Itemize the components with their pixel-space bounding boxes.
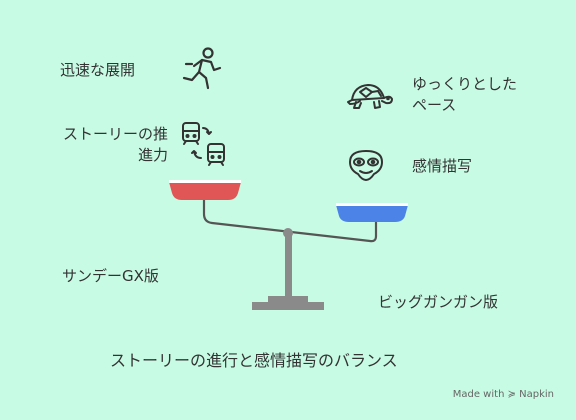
slow-pace-line2: ペース [412,96,457,114]
right-item-slow-pace-label: ゆっくりとした ペース [412,74,517,116]
scale-pole [285,234,292,298]
trains-icon [180,120,230,174]
right-item-emotion-label: 感情描写 [412,157,473,175]
scale-base-top [268,296,308,302]
left-version-label: サンデーGX版 [62,267,159,285]
left-item-rapid-label: 迅速な展開 [60,61,136,79]
scale-pivot [283,228,293,238]
right-pan [336,205,408,222]
scale-base-bottom [252,302,324,310]
alien-face-icon [346,146,386,190]
slow-pace-line1: ゆっくりとした [412,75,518,93]
story-drive-line2: 進力 [137,146,168,164]
napkin-brand: Made with ≽ Napkin [452,389,554,400]
right-version-label: ビッグガンガン版 [378,293,499,311]
turtle-icon [346,80,394,116]
running-person-icon [180,46,224,96]
left-item-story-drive-label: ストーリーの推 進力 [22,124,168,166]
diagram-title: ストーリーの進行と感情描写のバランス [110,351,398,370]
left-pan [169,182,241,200]
story-drive-line1: ストーリーの推 [62,125,168,143]
